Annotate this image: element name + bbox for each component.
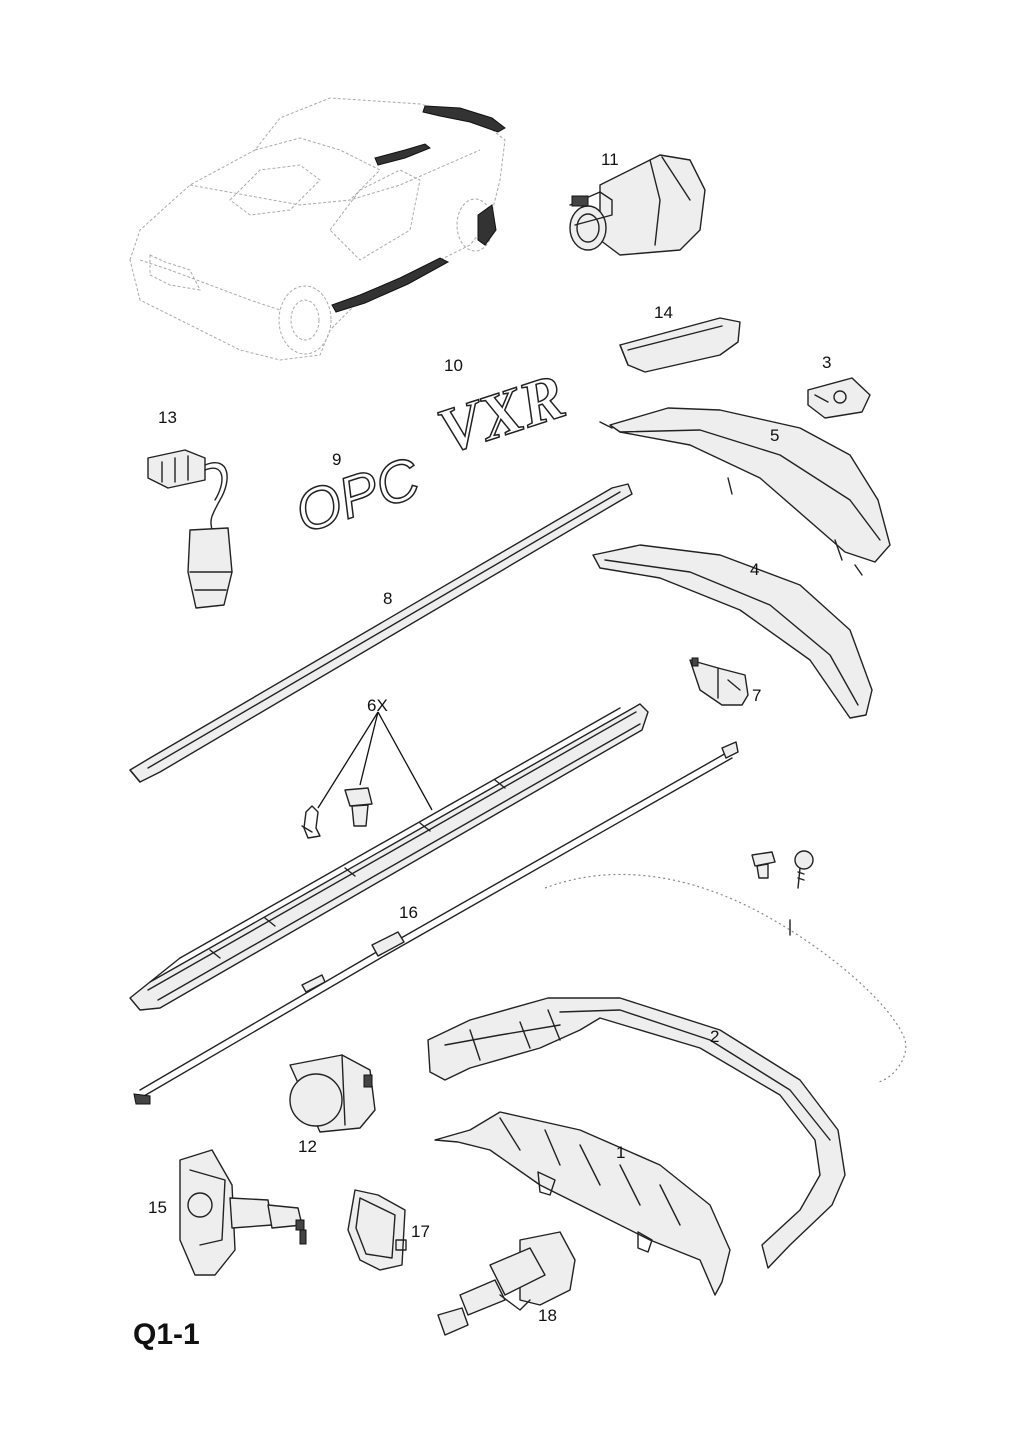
- callout-17: 17: [411, 1222, 430, 1241]
- callout-6: 6X: [367, 696, 388, 715]
- diagram-code: Q1-1: [133, 1318, 200, 1351]
- callout-7: 7: [752, 686, 761, 705]
- part-16-rod: [133, 741, 739, 1105]
- part-4-tailgate-spoiler: [592, 544, 873, 719]
- part-6-clips: [301, 711, 433, 839]
- callout-3: 3: [822, 353, 831, 372]
- part-12-fog-lamp: [289, 1054, 376, 1133]
- part-14-reflector: [619, 317, 741, 373]
- badge-opc-text: OPC: [288, 445, 429, 546]
- callout-8: 8: [383, 589, 392, 608]
- part-2-rear-bumper: [427, 997, 846, 1269]
- callout-2: 2: [710, 1027, 719, 1046]
- callout-4: 4: [750, 560, 759, 579]
- vehicle-overview: [129, 97, 506, 361]
- callout-18: 18: [538, 1306, 557, 1325]
- part-7-bracket: [689, 657, 749, 706]
- part-8-sill-trim-strip: [129, 483, 633, 783]
- badge-vxr-text: VXR: [429, 360, 573, 467]
- part-3-clip: [807, 377, 871, 419]
- fastener-screws: [751, 850, 814, 889]
- part-1-diffuser: [434, 1111, 731, 1296]
- callout-14: 14: [654, 303, 673, 322]
- part-13-wiring-harness: [147, 449, 233, 609]
- callout-9: 9: [332, 450, 341, 469]
- callout-5: 5: [770, 426, 779, 445]
- callout-13: 13: [158, 408, 177, 427]
- wiring-outline: [544, 873, 907, 1083]
- part-9-opc-badge: OPC: [287, 444, 429, 547]
- part-17-gasket: [347, 1189, 407, 1271]
- part-15-lamp-holder: [179, 1149, 307, 1276]
- callout-10: 10: [444, 356, 463, 375]
- part-side-sill-panel: [129, 703, 649, 1011]
- part-11-exhaust-tailpipe: [569, 154, 706, 256]
- callout-16: 16: [399, 903, 418, 922]
- callout-11: 11: [601, 150, 619, 169]
- callout-1: 1: [616, 1143, 625, 1162]
- part-10-vxr-badge: VXR: [428, 359, 573, 468]
- callout-12: 12: [298, 1137, 317, 1156]
- part-18-bulb-holder: [437, 1231, 576, 1336]
- callout-15: 15: [148, 1198, 167, 1217]
- part-5-rear-spoiler: [599, 407, 891, 576]
